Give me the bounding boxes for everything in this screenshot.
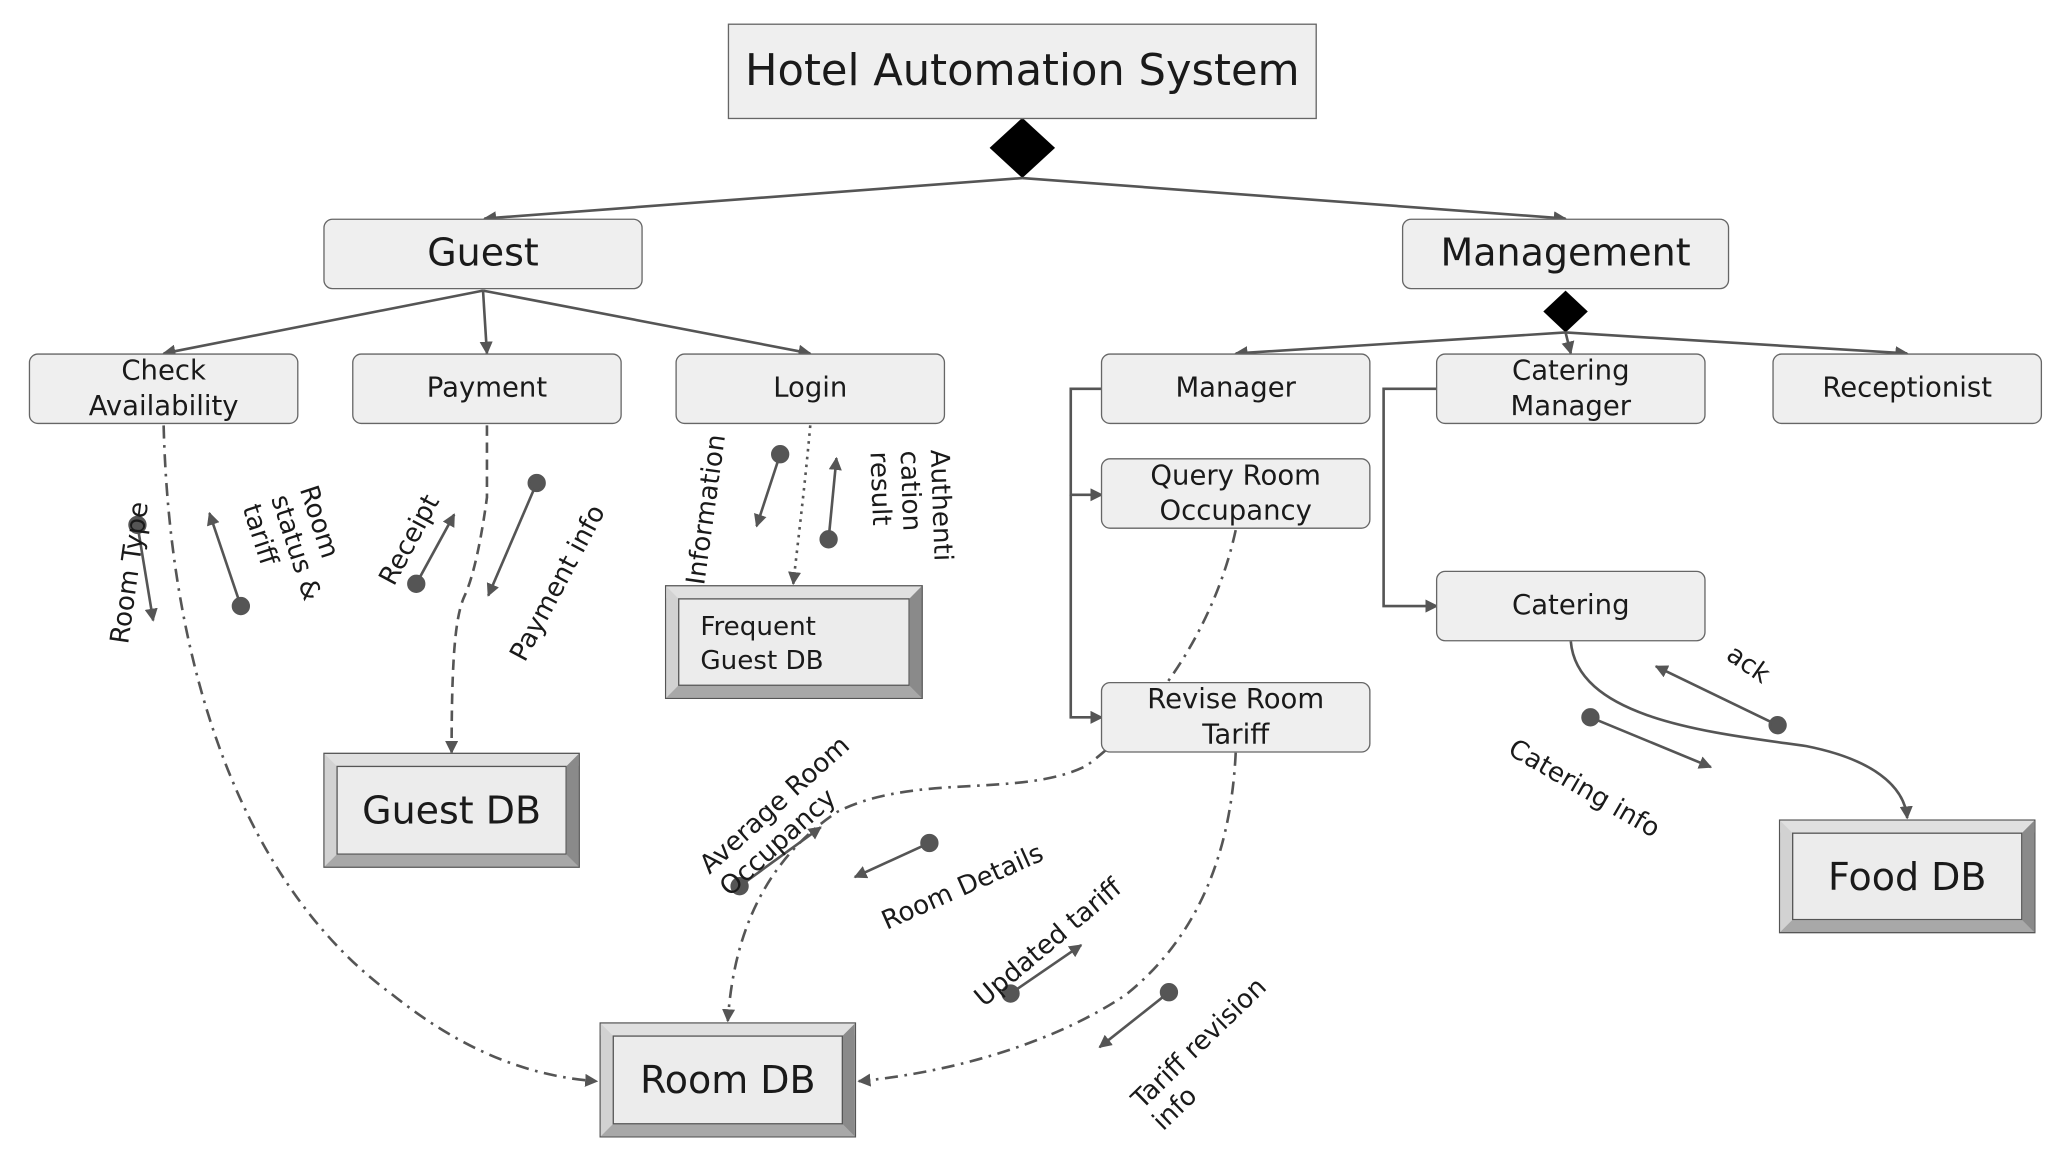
db-frequent-guest-label: Frequent Guest DB: [678, 598, 910, 686]
flow-revise-to-roomdb: [857, 752, 1238, 1087]
db-frequent-guest: Frequent Guest DB: [664, 585, 923, 700]
edge-guest-payment: [479, 290, 493, 355]
db-room-label: Room DB: [612, 1035, 843, 1125]
token-ack-dot: [1768, 716, 1787, 735]
token-payment-info: [486, 482, 538, 597]
token-catering-info: [1589, 716, 1713, 769]
db-guest: Guest DB: [323, 752, 580, 868]
node-guest: Guest: [323, 218, 643, 290]
token-auth-result: [827, 456, 842, 540]
token-information: [754, 453, 782, 528]
token-payment-info-dot: [527, 473, 546, 493]
token-updated-tariff: [1009, 944, 1083, 995]
token-catering-info-dot: [1581, 708, 1600, 727]
label-authentication-result: Authenti cation result: [863, 448, 960, 562]
node-management: Management: [1401, 218, 1730, 290]
token-receipt-dot: [407, 574, 426, 593]
db-food-label: Food DB: [1792, 832, 2023, 921]
node-check-availability: Check Availability: [28, 353, 299, 425]
flow-login-to-frequentdb: [788, 425, 812, 586]
node-payment: Payment: [352, 353, 622, 425]
token-avg-occupancy-dot: [730, 877, 749, 896]
token-updated-tariff-dot: [1001, 984, 1020, 1003]
node-revise-room-tariff: Revise Room Tariff: [1100, 681, 1371, 753]
edge-management-manager: [1234, 331, 1566, 360]
edge-system-guest: [483, 176, 1023, 225]
token-room-details-dot: [920, 833, 939, 853]
db-room: Room DB: [599, 1022, 857, 1138]
node-catering: Catering: [1435, 570, 1706, 642]
token-tariff-revision-dot: [1159, 983, 1179, 1002]
node-query-room-occupancy: Query Room Occupancy: [1100, 458, 1371, 529]
db-guest-label: Guest DB: [336, 765, 567, 855]
node-login: Login: [675, 353, 946, 425]
aggregation-diamond-management: [1543, 290, 1588, 333]
flow-payment-to-guestdb: [445, 425, 489, 754]
token-room-type: [136, 524, 158, 622]
system-title-box: Hotel Automation System: [727, 23, 1317, 120]
flow-check-to-roomdb: [162, 425, 599, 1087]
token-receipt: [415, 513, 456, 585]
aggregation-diamond-top: [989, 117, 1056, 179]
edge-system-management: [1022, 176, 1567, 225]
edge-manager-revise: [1069, 494, 1104, 724]
node-catering-manager: Catering Manager: [1435, 353, 1706, 425]
token-avg-occupancy: [738, 826, 822, 888]
db-food: Food DB: [1778, 819, 2036, 934]
flow-catering-to-fooddb: [1569, 641, 1913, 820]
token-room-status-dot: [231, 596, 251, 616]
token-room-status: [207, 511, 243, 607]
edge-manager-query: [1069, 387, 1104, 502]
token-auth-result-dot: [819, 530, 838, 549]
edge-management-receptionist: [1565, 331, 1909, 360]
edge-guest-login: [482, 289, 812, 358]
token-room-type-dot: [128, 515, 147, 535]
token-ack: [1654, 665, 1779, 727]
token-room-details: [853, 841, 930, 879]
edge-management-catering-manager: [1561, 332, 1575, 355]
node-receptionist: Receptionist: [1772, 353, 2043, 425]
token-information-dot: [771, 445, 790, 464]
token-tariff-revision: [1098, 991, 1170, 1049]
node-manager: Manager: [1100, 353, 1371, 425]
edge-guest-check: [162, 289, 484, 358]
edge-catering-manager-catering: [1382, 387, 1439, 613]
